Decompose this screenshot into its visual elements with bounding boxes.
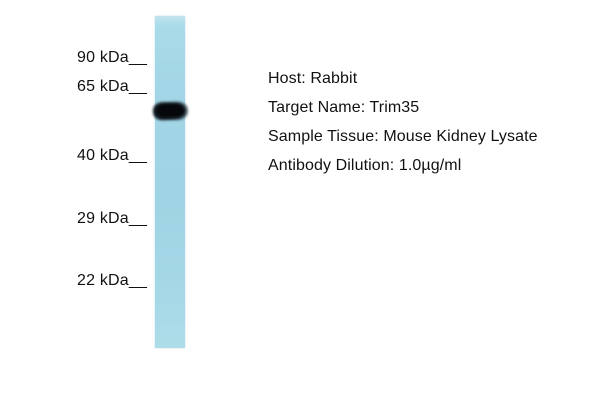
protein-band-core [158,105,184,116]
annotation-sample-tissue: Sample Tissue: Mouse Kidney Lysate [268,128,538,145]
annotation-host: Host: Rabbit [268,70,358,87]
annotation-target-name: Target Name: Trim35 [268,99,420,116]
gel-lane [152,16,189,348]
marker-label-22kda: 22 kDa__ [77,272,148,289]
annotation-block: Host: Rabbit Target Name: Trim35 Sample … [268,69,538,185]
marker-label-40kda: 40 kDa__ [77,147,148,164]
marker-label-65kda: 65 kDa__ [77,78,148,95]
marker-label-90kda: 90 kDa__ [77,49,148,66]
marker-label-29kda: 29 kDa__ [77,210,148,227]
annotation-antibody-dilution: Antibody Dilution: 1.0µg/ml [268,157,462,174]
